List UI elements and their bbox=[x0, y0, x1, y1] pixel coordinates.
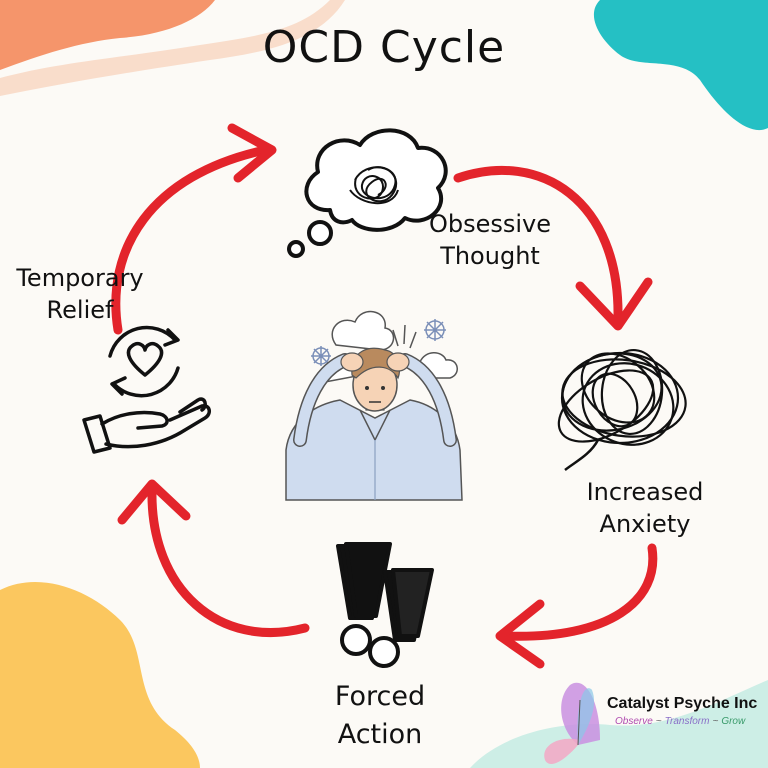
arrow-thought-to-anxiety bbox=[453, 165, 623, 323]
hand-heart-icon bbox=[82, 325, 211, 454]
thought-cloud-icon bbox=[287, 128, 448, 258]
brand-name: Catalyst Psyche Inc bbox=[607, 695, 758, 712]
mint-blob-bottom-right bbox=[470, 680, 768, 768]
page-title: OCD Cycle bbox=[262, 22, 506, 73]
tangled-scribble-icon bbox=[557, 348, 687, 471]
arrowhead-relief-to-thought bbox=[227, 123, 277, 183]
teal-blob-top-right bbox=[593, 0, 768, 131]
label-increased-anxiety: Increased Anxiety bbox=[586, 478, 704, 538]
arrowhead-anxiety-to-action bbox=[495, 599, 545, 669]
stressed-person-illustration bbox=[285, 310, 463, 501]
arrowhead-action-to-relief bbox=[117, 479, 191, 525]
peach-swoosh bbox=[0, 0, 345, 96]
orange-blob-top-left bbox=[0, 0, 215, 70]
arrowhead-thought-to-anxiety bbox=[575, 277, 653, 331]
brand-tagline: Observe~Transform~Grow bbox=[615, 716, 746, 727]
label-forced-action: Forced Action bbox=[334, 681, 426, 750]
label-temporary-relief: Temporary Relief bbox=[16, 264, 144, 324]
double-exclamation-icon bbox=[336, 542, 434, 668]
arrow-action-to-relief bbox=[147, 485, 310, 637]
arrow-anxiety-to-action bbox=[500, 543, 658, 641]
label-obsessive-thought: Obsessive Thought bbox=[428, 210, 552, 270]
arrow-relief-to-thought bbox=[111, 145, 270, 335]
butterfly-icon bbox=[544, 682, 600, 765]
yellow-blob-bottom-left bbox=[0, 581, 200, 768]
